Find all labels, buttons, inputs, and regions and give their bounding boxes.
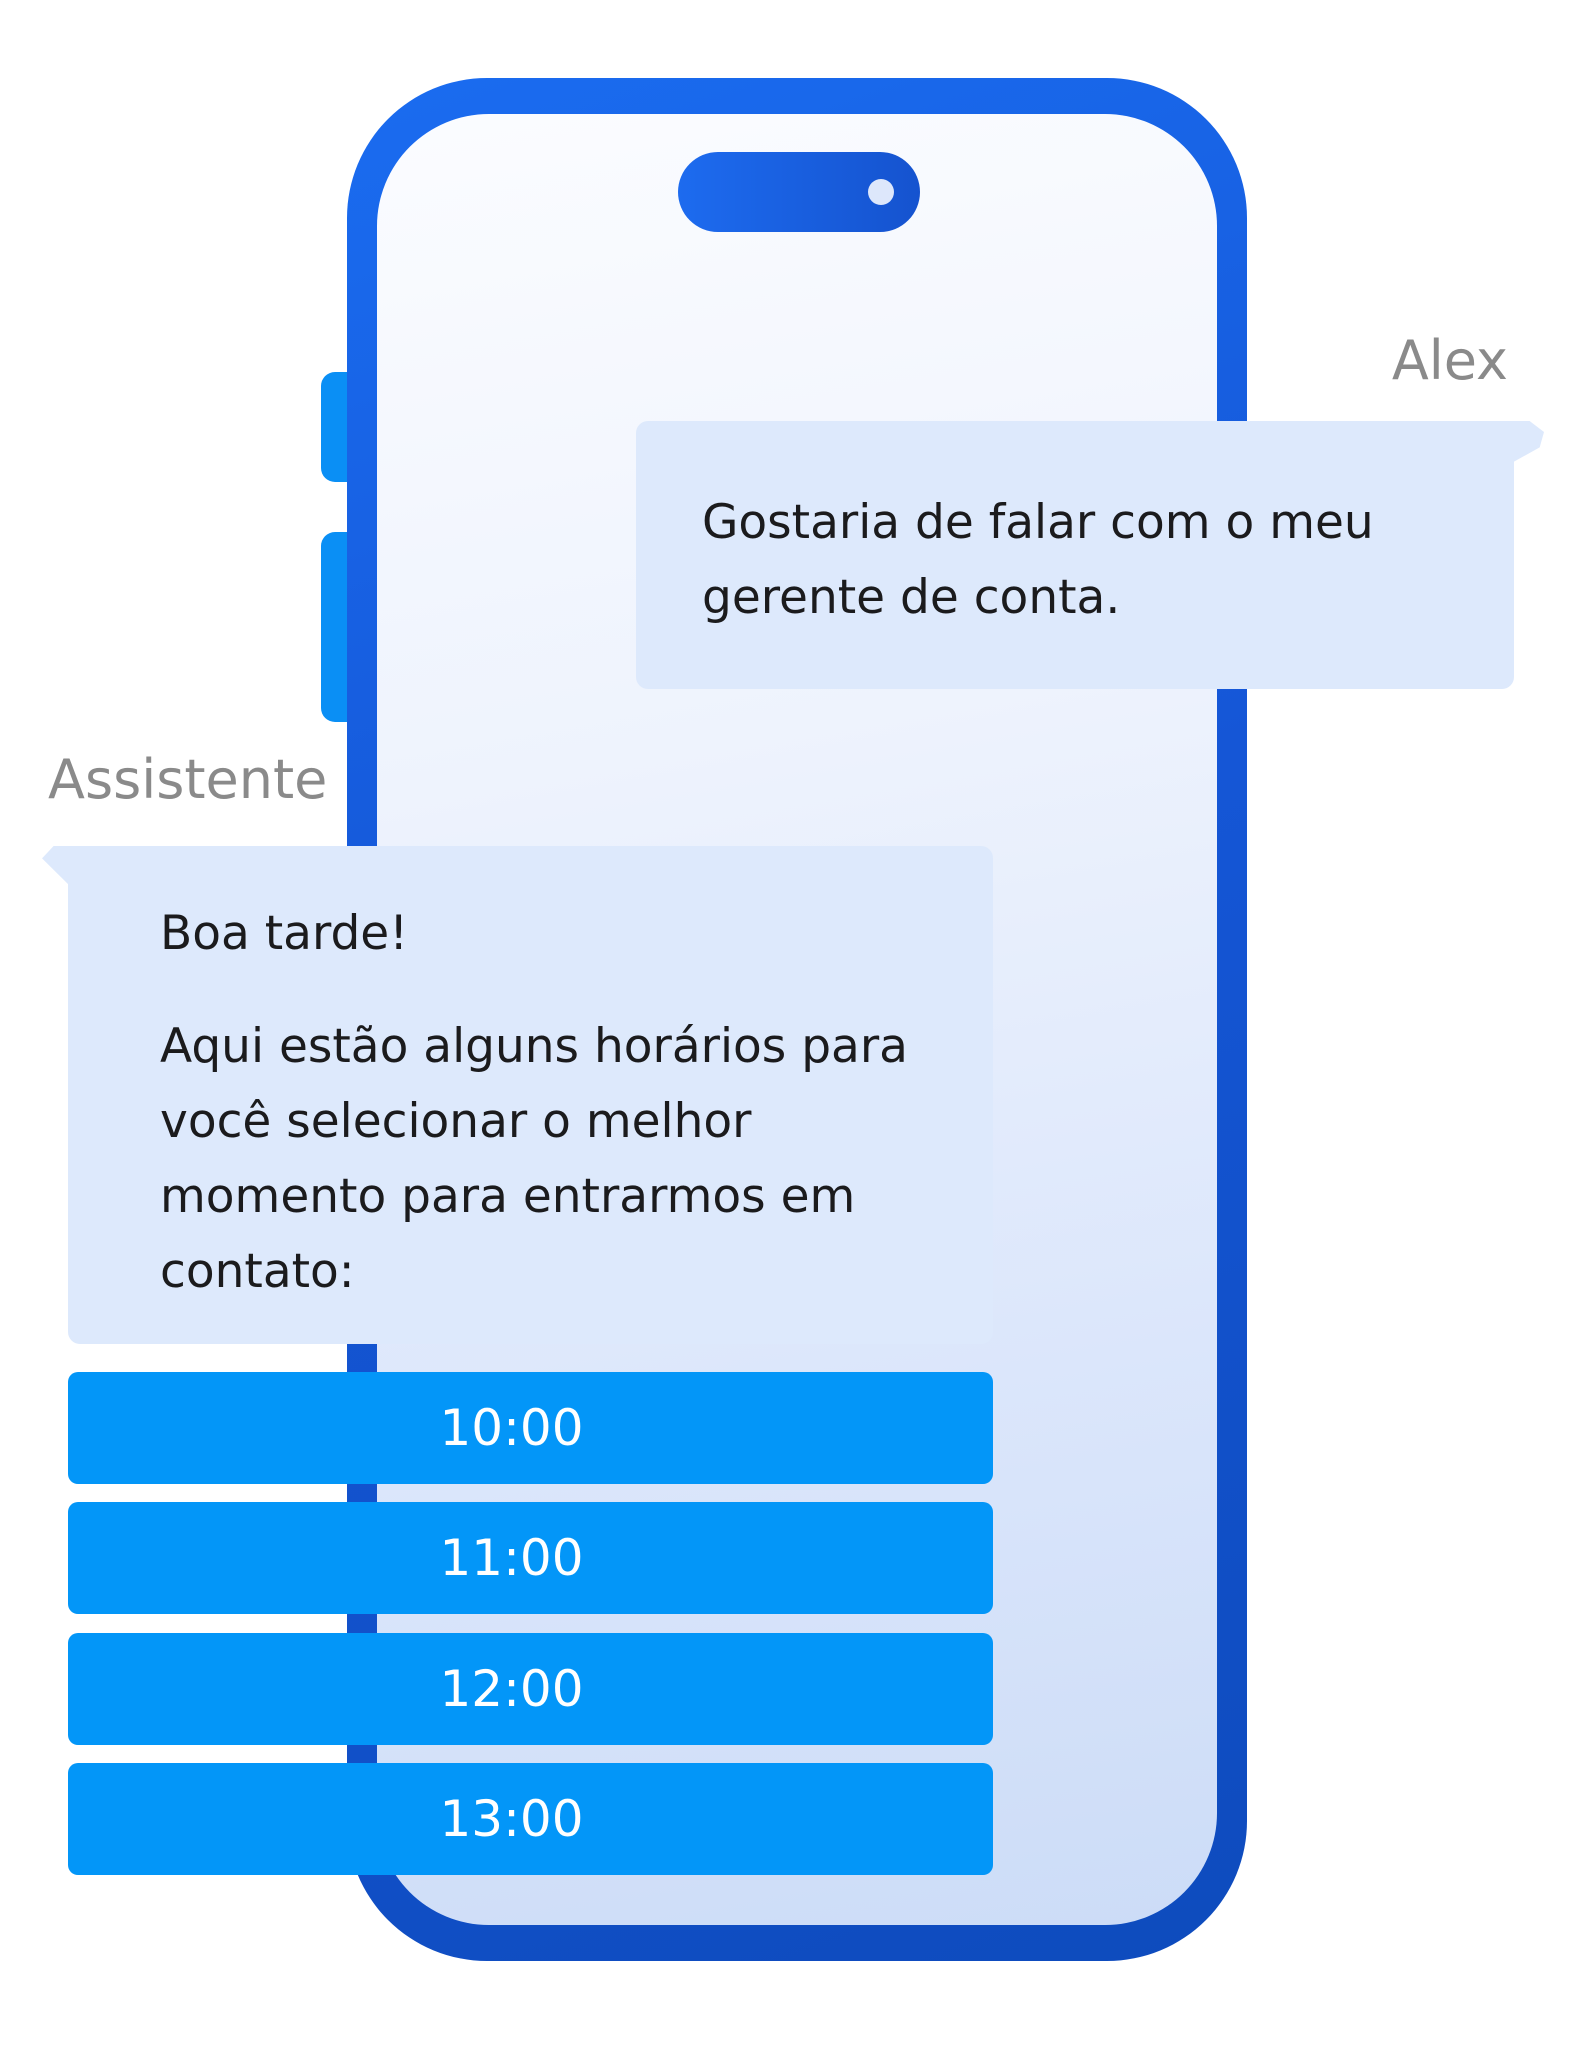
- user-message-bubble: Gostaria de falar com o meu gerente de c…: [636, 421, 1514, 689]
- assistant-message-bubble: Boa tarde! Aqui estão alguns horários pa…: [68, 846, 993, 1344]
- assistant-sender-name: Assistente: [48, 748, 328, 811]
- assistant-message-text: Aqui estão alguns horários para você sel…: [160, 1019, 908, 1299]
- user-sender-name: Alex: [1391, 329, 1508, 392]
- camera-icon: [868, 179, 894, 205]
- time-option-button-1200[interactable]: 12:00: [68, 1633, 993, 1745]
- time-option-button-1300[interactable]: 13:00: [68, 1763, 993, 1875]
- time-option-button-1100[interactable]: 11:00: [68, 1502, 993, 1614]
- user-message-text: Gostaria de falar com o meu gerente de c…: [702, 495, 1374, 625]
- time-option-label: 10:00: [439, 1399, 584, 1457]
- time-option-label: 11:00: [439, 1529, 584, 1587]
- time-option-label: 12:00: [439, 1660, 584, 1718]
- time-option-button-1000[interactable]: 10:00: [68, 1372, 993, 1484]
- time-option-label: 13:00: [439, 1790, 584, 1848]
- phone-notch: [678, 152, 920, 232]
- assistant-greeting-text: Boa tarde!: [160, 906, 409, 961]
